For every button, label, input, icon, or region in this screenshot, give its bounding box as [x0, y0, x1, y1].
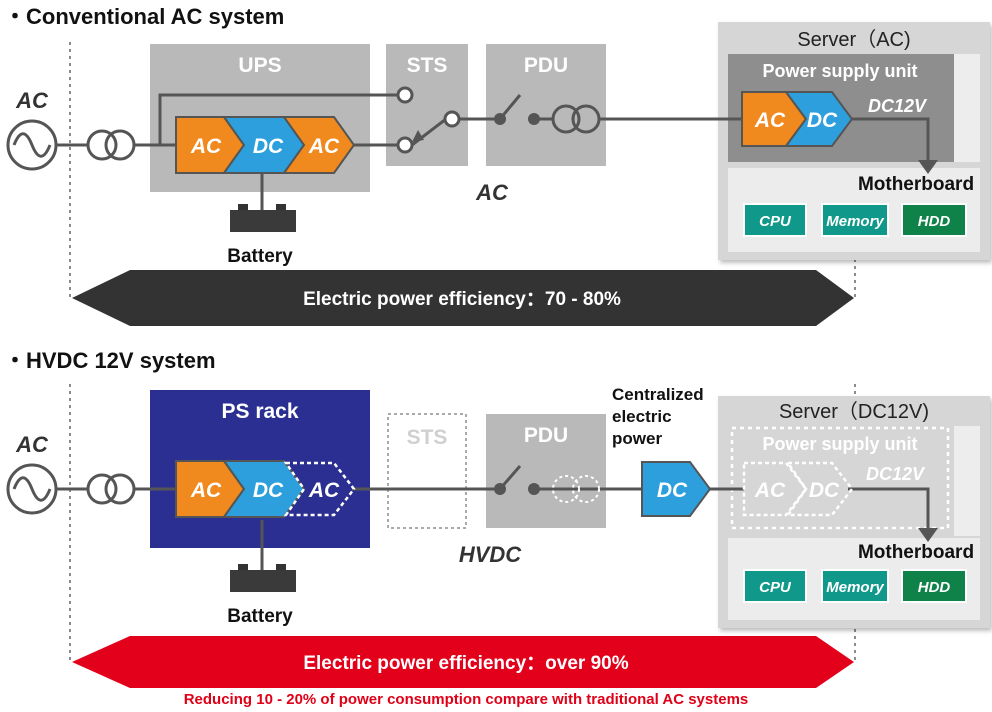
- hvdc-section: ・HVDC 12V system Server（DC12V) Power sup…: [4, 348, 990, 708]
- pdu-label: PDU: [524, 54, 568, 77]
- chip-label: HDD: [918, 213, 951, 230]
- dc12v-label: DC12V: [868, 96, 928, 116]
- switch-icon: [494, 483, 506, 495]
- pdu-label: PDU: [524, 424, 568, 447]
- psu-box-ghost: [730, 426, 950, 530]
- conventional-heading: ・Conventional AC system: [4, 4, 284, 29]
- psu-converter-ghost: AC DC: [742, 461, 854, 517]
- converter-dc-ghost: [785, 461, 854, 517]
- hdd-chip: [901, 203, 967, 237]
- bypass-wire: [158, 93, 398, 145]
- central-label-line: electric: [612, 407, 672, 426]
- converter-dc-block: [222, 460, 306, 518]
- efficiency-label: Electric power efficiency：over 90%: [303, 653, 628, 674]
- chip-label: HDD: [918, 579, 951, 596]
- transformer-icon: [551, 104, 601, 134]
- memory-chip: [821, 203, 889, 237]
- server-title: Server（DC12V): [779, 400, 929, 423]
- converter-ac-ghost: [283, 461, 356, 517]
- switch-node: [528, 113, 540, 125]
- psu-label: Power supply unit: [762, 434, 917, 454]
- battery-label: Battery: [227, 246, 293, 267]
- efficiency-arrow: [72, 636, 854, 688]
- transformer-icon-ghost: [552, 475, 600, 503]
- converter-label: DC: [809, 479, 840, 502]
- psu-converter: AC DC: [741, 91, 854, 147]
- chip-label: Memory: [826, 579, 884, 596]
- switch-node: [528, 483, 540, 495]
- central-dc-block: [641, 461, 712, 517]
- transformer-icon: [86, 473, 136, 505]
- chip-row: CPU Memory HDD: [743, 569, 967, 603]
- dc12v-wire: [848, 117, 930, 162]
- chip-label: Memory: [826, 213, 884, 230]
- ac-source-icon: [6, 463, 58, 515]
- psu-label: Power supply unit: [762, 61, 917, 81]
- converter-label: AC: [190, 479, 222, 502]
- sts-arrow-icon: [412, 130, 424, 142]
- ac-source-label: AC: [15, 432, 49, 457]
- sts-box-ghost: [387, 413, 467, 529]
- sts-terminal: [443, 110, 461, 128]
- converter-label: DC: [253, 479, 284, 502]
- hvdc-heading: ・HVDC 12V system: [4, 348, 216, 373]
- converter-label: AC: [308, 135, 340, 158]
- cpu-chip: [743, 203, 807, 237]
- line-type-label: AC: [475, 180, 509, 205]
- ps-rack-converter: AC DC AC: [175, 460, 356, 518]
- battery-icon: [230, 564, 296, 592]
- server-title: Server（AC): [797, 28, 910, 51]
- ps-rack-label: PS rack: [221, 400, 298, 423]
- ups-label: UPS: [238, 54, 281, 77]
- reduction-note: Reducing 10 - 20% of power consumption c…: [184, 691, 749, 708]
- sts-label: STS: [407, 54, 448, 77]
- switch-icon: [494, 113, 506, 125]
- converter-ac-block: [282, 116, 356, 174]
- memory-chip: [821, 569, 889, 603]
- transformer-icon: [86, 129, 136, 161]
- hdd-chip: [901, 569, 967, 603]
- central-label-line: Centralized: [612, 385, 704, 404]
- chip-label: CPU: [759, 579, 792, 596]
- arrow-icon: [918, 528, 938, 542]
- battery-icon: [230, 204, 296, 232]
- central-label-line: power: [612, 429, 662, 448]
- arrow-icon: [918, 160, 938, 174]
- motherboard-label: Motherboard: [858, 542, 974, 563]
- converter-label: DC: [253, 135, 284, 158]
- efficiency-arrow: [72, 270, 854, 326]
- central-dc-label: DC: [657, 479, 688, 502]
- chip-label: CPU: [759, 213, 792, 230]
- cpu-chip: [743, 569, 807, 603]
- converter-label: DC: [807, 109, 838, 132]
- sts-terminal: [396, 136, 414, 154]
- pdu-box: [486, 414, 606, 528]
- ac-source-label: AC: [15, 88, 49, 113]
- battery-label: Battery: [227, 606, 293, 627]
- efficiency-label: Electric power efficiency：70 - 80%: [303, 289, 621, 310]
- sts-label: STS: [407, 426, 448, 449]
- converter-label: AC: [754, 479, 786, 502]
- ups-converter: AC DC AC: [175, 116, 356, 174]
- converter-label: AC: [754, 109, 786, 132]
- converter-label: AC: [308, 479, 340, 502]
- chip-row: CPU Memory HDD: [743, 203, 967, 237]
- converter-dc-block: [784, 91, 854, 147]
- line-type-label: HVDC: [459, 542, 522, 567]
- ac-source-icon: [6, 119, 58, 171]
- sts-terminal: [396, 86, 414, 104]
- server-side-panel: [954, 426, 980, 536]
- dc12v-wire: [848, 487, 930, 530]
- server-side-panel: [954, 54, 980, 162]
- conventional-section: ・Conventional AC system Server（AC) Power…: [4, 4, 990, 326]
- motherboard-label: Motherboard: [858, 174, 974, 195]
- dc12v-label: DC12V: [866, 464, 926, 484]
- converter-label: AC: [190, 135, 222, 158]
